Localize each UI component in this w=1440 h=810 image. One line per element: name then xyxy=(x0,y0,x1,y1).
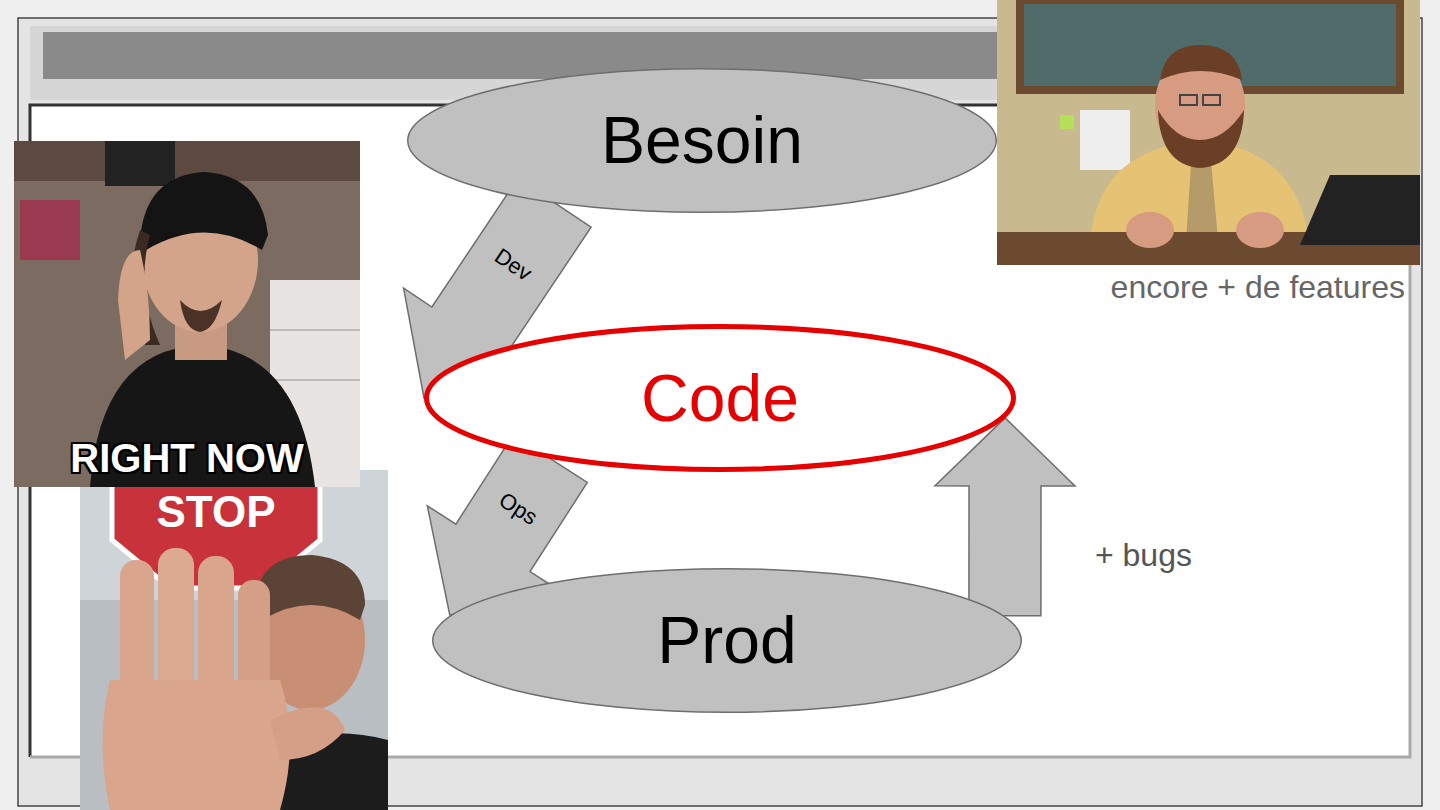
node-label: Besoin xyxy=(601,104,803,177)
block-arrow xyxy=(935,418,1075,616)
boss-photo xyxy=(997,0,1420,265)
ellipse-shape xyxy=(433,568,1022,712)
need-ellipse: Besoin xyxy=(407,68,997,213)
node-label: Code xyxy=(641,362,799,435)
dev-photo xyxy=(14,141,360,487)
meme-caption: RIGHT NOW xyxy=(70,436,303,480)
ellipse-shape xyxy=(408,68,997,212)
node-label: Prod xyxy=(657,604,796,677)
ellipse-shape xyxy=(427,327,1014,470)
prod-ellipse: Prod xyxy=(432,568,1022,713)
photo-caption: encore + de features xyxy=(1111,270,1405,305)
arrow-label: + bugs xyxy=(1095,539,1192,574)
stop-sign-text: STOP xyxy=(156,488,275,536)
code-ellipse: Code xyxy=(424,324,1016,472)
stop-photo xyxy=(80,470,388,810)
title-bar xyxy=(43,32,1003,79)
